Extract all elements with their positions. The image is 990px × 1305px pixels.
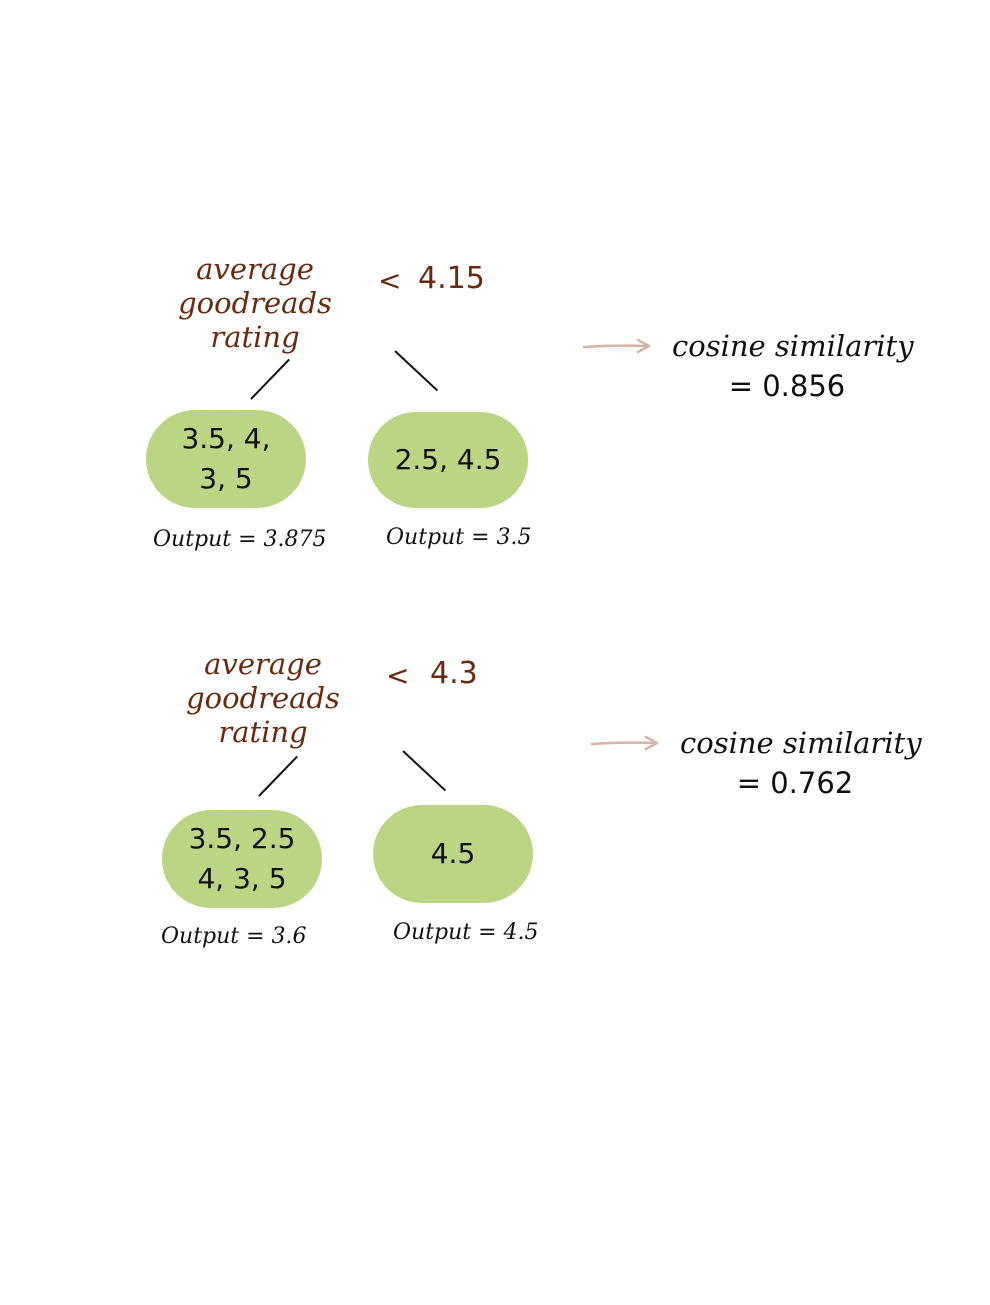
left-branch-line xyxy=(250,358,290,400)
right-leaf-node: 4.5 xyxy=(373,805,533,903)
right-branch-line xyxy=(402,750,447,792)
metric-label: cosine similarity xyxy=(680,726,922,760)
right-leaf-values: 4.5 xyxy=(430,837,476,870)
left-leaf-node: 3.5, 2.5 4, 3, 5 xyxy=(162,810,322,908)
arrow-icon xyxy=(582,338,651,354)
cosine-similarity-result: cosine similarity = 0.762 xyxy=(680,723,922,803)
metric-label: cosine similarity xyxy=(672,329,914,363)
metric-value: = 0.762 xyxy=(736,766,854,800)
right-branch-line xyxy=(394,350,439,392)
split-operator: < xyxy=(386,659,410,692)
split-threshold: 4.3 xyxy=(430,656,478,691)
left-leaf-output: Output = 3.6 xyxy=(161,924,307,949)
left-leaf-values: 3.5, 4, 3, 5 xyxy=(181,422,271,495)
split-feature-label: average goodreads rating xyxy=(178,252,332,354)
split-operator: < xyxy=(378,264,402,297)
split-feature-label: average goodreads rating xyxy=(186,647,340,749)
left-leaf-values: 3.5, 2.5 4, 3, 5 xyxy=(188,822,296,895)
metric-value: = 0.856 xyxy=(728,369,846,403)
cosine-similarity-result: cosine similarity = 0.856 xyxy=(672,326,914,406)
left-leaf-node: 3.5, 4, 3, 5 xyxy=(146,410,306,508)
right-leaf-values: 2.5, 4.5 xyxy=(394,443,502,476)
right-leaf-node: 2.5, 4.5 xyxy=(368,412,528,508)
decision-tree-1: average goodreads rating < 4.15 3.5, 4, … xyxy=(0,250,990,650)
decision-tree-2: average goodreads rating < 4.3 3.5, 2.5 … xyxy=(0,645,990,1045)
arrow-icon xyxy=(590,735,659,751)
left-branch-line xyxy=(258,755,298,797)
right-leaf-output: Output = 4.5 xyxy=(393,920,539,945)
right-leaf-output: Output = 3.5 xyxy=(386,525,532,550)
left-leaf-output: Output = 3.875 xyxy=(153,527,327,552)
split-threshold: 4.15 xyxy=(418,261,485,296)
